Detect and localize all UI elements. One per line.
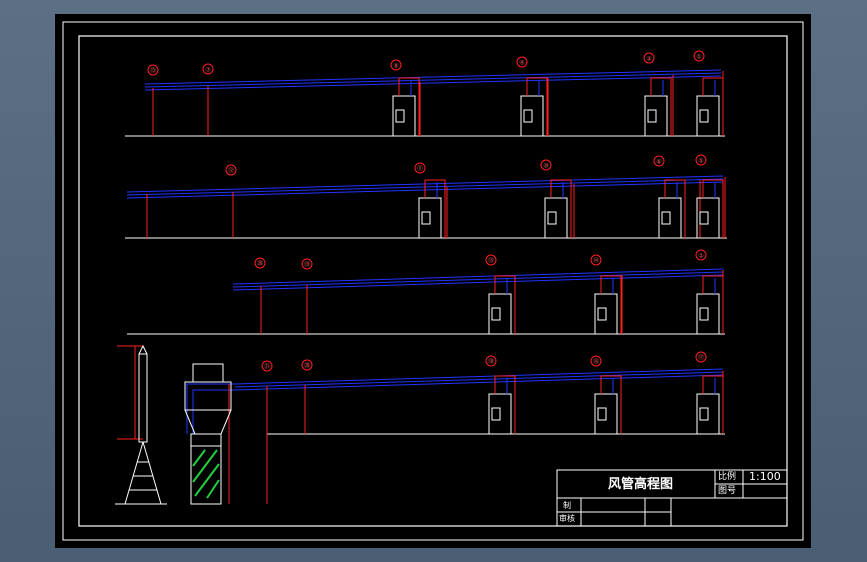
tag-bubble: ⑩ [540,159,552,171]
tag-label: ① [696,54,701,61]
tag-label: ② [698,253,704,260]
tag-label: ⑨ [393,63,398,70]
tag-bubble: ⑥ [653,155,665,167]
tag-bubble: ⑯ [590,355,602,367]
duct-elevation-drawing: ⑬ ⑦ ⑨ ④ ③ ① ⑫ ⑪ ⑩ ⑥ ⑤ ⑳ ⑲ ⑮ ⑭ ② ㉑ ⑳ ⑱ ⑯ ⑰ [62,21,804,541]
tag-label: ⑳ [257,260,263,268]
tag-label: ⑬ [150,67,156,75]
tag-label: ⑥ [656,159,661,166]
tag-label: ⑯ [593,358,599,366]
tag-label: ⑤ [698,158,703,165]
tag-bubble: ⑰ [695,351,707,363]
tag-bubble: ⑨ [390,59,402,71]
tag-label: ⑳ [304,362,310,370]
drawing-title: 风管高程图 [608,477,674,492]
tag-label: ③ [646,56,651,63]
tag-bubble: ⑭ [590,254,602,266]
tag-bubble: ⑮ [485,254,497,266]
equipment-unit [520,77,548,137]
drawn-by-label: 制 [563,501,571,510]
tag-bubble: ⑳ [301,359,313,371]
equipment-unit [696,375,724,435]
tag-bubble: ② [695,249,707,261]
inner-frame [78,35,788,527]
tag-label: ㉑ [264,363,270,371]
outer-frame [62,21,804,541]
equipment-unit [696,275,724,335]
tag-label: ⑭ [593,257,599,265]
equipment-unit [418,179,446,239]
tag-bubble: ⑱ [485,355,497,367]
checked-by-label: 审核 [559,514,575,523]
equipment-unit [488,275,516,335]
scale-label: 比例 [718,472,737,482]
equipment-unit [594,375,622,435]
row-4-ducts [186,368,724,434]
row-3-dims [260,270,724,334]
equipment-unit [658,179,686,239]
tag-label: ⑮ [488,257,494,265]
tag-label: ⑲ [304,261,310,269]
tag-bubble: ⑪ [414,162,426,174]
tag-bubble: ⑫ [225,164,237,176]
tag-label: ⑰ [698,354,704,362]
tag-label: ④ [519,60,524,67]
tag-label: ⑱ [488,358,494,366]
equipment-unit [392,77,420,137]
equipment-unit [696,77,724,137]
generated-marks: ⑬ ⑦ ⑨ ④ ③ ① ⑫ ⑪ ⑩ ⑥ ⑤ ⑳ ⑲ ⑮ ⑭ ② ㉑ ⑳ ⑱ ⑯ ⑰ [147,50,724,435]
row-1-ducts [144,69,722,91]
tag-bubble: ④ [516,56,528,68]
equipment-unit [544,179,572,239]
equipment-unit [644,77,672,137]
title-block [556,469,788,527]
tag-bubble: ⑤ [695,154,707,166]
equipment-unit [696,179,724,239]
tag-label: ⑫ [228,167,234,175]
cyclone-separator [184,363,232,505]
tag-bubble: ③ [643,52,655,64]
tag-bubble: ⑦ [202,63,214,75]
tag-bubble: ⑬ [147,64,159,76]
tag-bubble: ㉑ [261,360,273,372]
equipment-unit [594,275,622,335]
tag-label: ⑩ [543,163,548,170]
tag-label: ⑪ [417,165,423,173]
row-1-dims [152,71,724,136]
tag-bubble: ⑲ [301,258,313,270]
row-3-ducts [232,268,724,291]
tag-bubble: ⑳ [254,257,266,269]
exhaust-stack [115,344,167,505]
tag-label: ⑦ [205,67,211,74]
tag-bubble: ① [693,50,705,62]
equipment-unit [488,375,516,435]
hatch-pattern [192,449,220,499]
drawing-number-label: 图号 [718,486,737,496]
row-2-dims [146,177,726,238]
scale-value: 1:100 [749,470,781,483]
